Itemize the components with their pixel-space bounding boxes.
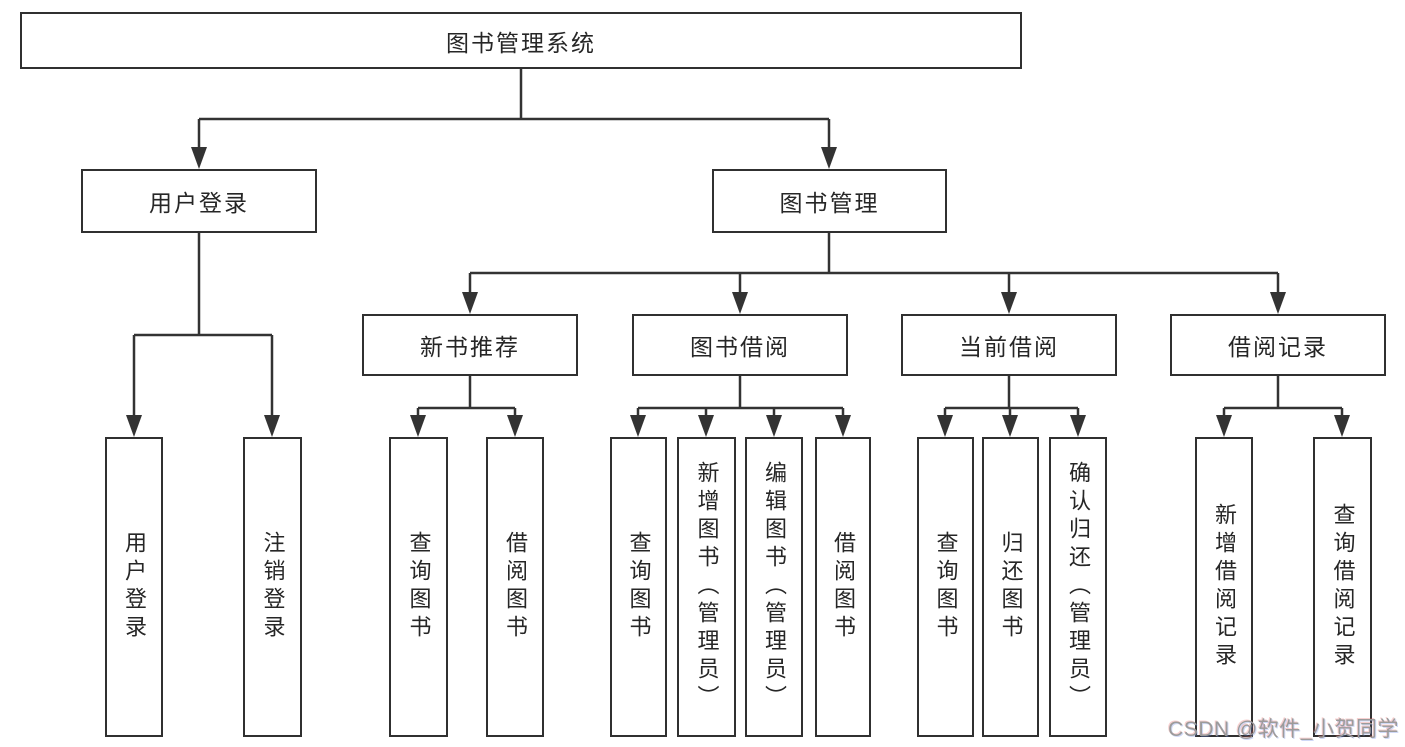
node-current-borrowing-label: 当前借阅	[959, 334, 1059, 360]
leaf-borrowing-edit-books-label: 编辑图书（管理员）	[762, 461, 787, 713]
leaf-records-query-record: 查询借阅记录	[1313, 437, 1372, 737]
leaf-records-query-record-label: 查询借阅记录	[1330, 503, 1356, 671]
leaf-borrowing-borrow-books-label: 借阅图书	[831, 531, 856, 643]
node-user-login: 用户登录	[81, 169, 317, 233]
leaf-current-confirm-return: 确认归还（管理员）	[1049, 437, 1107, 737]
node-root-label: 图书管理系统	[446, 29, 596, 56]
leaf-current-query-books: 查询图书	[917, 437, 974, 737]
leaf-records-add-record-label: 新增借阅记录	[1212, 503, 1237, 671]
node-root: 图书管理系统	[20, 12, 1022, 69]
leaf-logout-label: 注销登录	[260, 531, 286, 643]
node-book-management-label: 图书管理	[779, 190, 880, 216]
node-new-book-recommend: 新书推荐	[362, 314, 578, 376]
leaf-borrowing-query-books: 查询图书	[610, 437, 667, 737]
node-borrowing-records-label: 借阅记录	[1228, 334, 1328, 360]
node-new-book-recommend-label: 新书推荐	[420, 334, 520, 360]
leaf-recommend-query-books: 查询图书	[389, 437, 448, 737]
node-user-login-label: 用户登录	[149, 190, 249, 216]
leaf-records-add-record: 新增借阅记录	[1195, 437, 1253, 737]
node-current-borrowing: 当前借阅	[901, 314, 1117, 376]
leaf-borrowing-edit-books: 编辑图书（管理员）	[745, 437, 803, 737]
leaf-borrowing-borrow-books: 借阅图书	[815, 437, 871, 737]
leaf-logout: 注销登录	[243, 437, 302, 737]
leaf-borrowing-add-books-label: 新增图书（管理员）	[694, 461, 720, 713]
node-book-management: 图书管理	[712, 169, 947, 233]
leaf-user-login-label: 用户登录	[122, 531, 147, 643]
leaf-user-login: 用户登录	[105, 437, 163, 737]
watermark: CSDN @软件_小贺同学	[1168, 718, 1399, 741]
leaf-current-query-books-label: 查询图书	[933, 531, 959, 643]
node-borrowing-records: 借阅记录	[1170, 314, 1386, 376]
leaf-recommend-borrow-books-label: 借阅图书	[503, 531, 528, 643]
node-book-borrowing-label: 图书借阅	[690, 334, 790, 360]
leaf-borrowing-add-books: 新增图书（管理员）	[677, 437, 736, 737]
leaf-current-return-books-label: 归还图书	[998, 531, 1024, 643]
node-book-borrowing: 图书借阅	[632, 314, 848, 376]
leaf-borrowing-query-books-label: 查询图书	[626, 531, 652, 643]
leaf-recommend-query-books-label: 查询图书	[406, 531, 432, 643]
leaf-current-return-books: 归还图书	[982, 437, 1039, 737]
leaf-recommend-borrow-books: 借阅图书	[486, 437, 544, 737]
leaf-current-confirm-return-label: 确认归还（管理员）	[1066, 461, 1091, 713]
